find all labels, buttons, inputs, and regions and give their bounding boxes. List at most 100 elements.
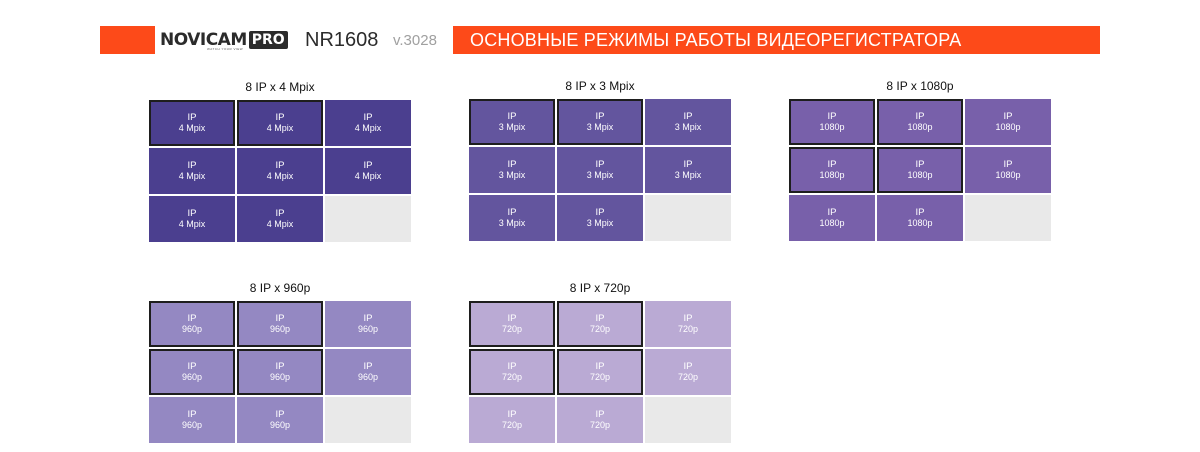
camera-resolution-label: 960p (357, 372, 379, 382)
camera-resolution-label: 3 Mpix (586, 122, 614, 132)
camera-resolution-label: 720p (501, 420, 523, 430)
camera-ip-label: IP (275, 361, 285, 372)
camera-resolution-label: 3 Mpix (586, 170, 614, 180)
camera-ip-label: IP (683, 313, 693, 324)
camera-resolution-label: 4 Mpix (354, 123, 382, 133)
camera-ip-label: IP (507, 111, 517, 122)
camera-ip-label: IP (915, 111, 925, 122)
camera-ip-label: IP (507, 159, 517, 170)
camera-resolution-label: 1080p (907, 122, 933, 132)
camera-resolution-label: 720p (501, 372, 523, 382)
camera-resolution-label: 1080p (819, 170, 845, 180)
novicam-pro-logo: NOVICAM PRO (160, 30, 288, 50)
camera-resolution-label: 4 Mpix (266, 123, 294, 133)
camera-ip-label: IP (683, 361, 693, 372)
camera-resolution-label: 3 Mpix (586, 218, 614, 228)
camera-ip-label: IP (507, 409, 517, 420)
empty-cell (965, 195, 1051, 241)
camera-resolution-label: 960p (269, 324, 291, 334)
camera-resolution-label: 1080p (907, 218, 933, 228)
camera-resolution-label: 3 Mpix (674, 170, 702, 180)
camera-ip-label: IP (827, 159, 837, 170)
camera-ip-label: IP (827, 111, 837, 122)
camera-resolution-label: 4 Mpix (354, 171, 382, 181)
mode-title: 8 IP x 4 Mpix (245, 80, 315, 94)
camera-ip-label: IP (827, 207, 837, 218)
camera-resolution-label: 1080p (819, 218, 845, 228)
camera-ip-label: IP (363, 112, 373, 123)
camera-resolution-label: 720p (589, 324, 611, 334)
camera-resolution-label: 960p (357, 324, 379, 334)
camera-ip-label: IP (507, 361, 517, 372)
camera-ip-label: IP (275, 160, 285, 171)
camera-ip-label: IP (595, 159, 605, 170)
camera-resolution-label: 720p (677, 372, 699, 382)
camera-ip-label: IP (187, 208, 197, 219)
camera-ip-label: IP (1003, 111, 1013, 122)
camera-ip-label: IP (915, 159, 925, 170)
camera-resolution-label: 4 Mpix (178, 219, 206, 229)
camera-ip-label: IP (595, 313, 605, 324)
camera-ip-label: IP (363, 160, 373, 171)
camera-resolution-label: 1080p (995, 122, 1021, 132)
camera-ip-label: IP (363, 361, 373, 372)
empty-cell (645, 397, 731, 443)
camera-resolution-label: 1080p (819, 122, 845, 132)
mode-title: 8 IP x 960p (249, 281, 311, 295)
camera-ip-label: IP (187, 409, 197, 420)
empty-cell (325, 196, 411, 242)
camera-resolution-label: 960p (181, 420, 203, 430)
camera-resolution-label: 720p (589, 420, 611, 430)
camera-ip-label: IP (683, 111, 693, 122)
camera-resolution-label: 960p (181, 324, 203, 334)
camera-ip-label: IP (363, 313, 373, 324)
camera-ip-label: IP (275, 313, 285, 324)
camera-ip-label: IP (595, 409, 605, 420)
camera-ip-label: IP (187, 361, 197, 372)
camera-ip-label: IP (595, 207, 605, 218)
camera-ip-label: IP (915, 207, 925, 218)
camera-ip-label: IP (683, 159, 693, 170)
camera-ip-label: IP (187, 112, 197, 123)
camera-resolution-label: 4 Mpix (178, 123, 206, 133)
mode-title: 8 IP x 3 Mpix (565, 79, 635, 93)
camera-resolution-label: 960p (269, 372, 291, 382)
empty-cell (325, 397, 411, 443)
empty-cell (645, 195, 731, 241)
camera-resolution-label: 3 Mpix (674, 122, 702, 132)
header-accent-bar (100, 26, 155, 54)
camera-resolution-label: 3 Mpix (498, 122, 526, 132)
camera-resolution-label: 720p (677, 324, 699, 334)
version-label: v.3028 (393, 32, 437, 49)
